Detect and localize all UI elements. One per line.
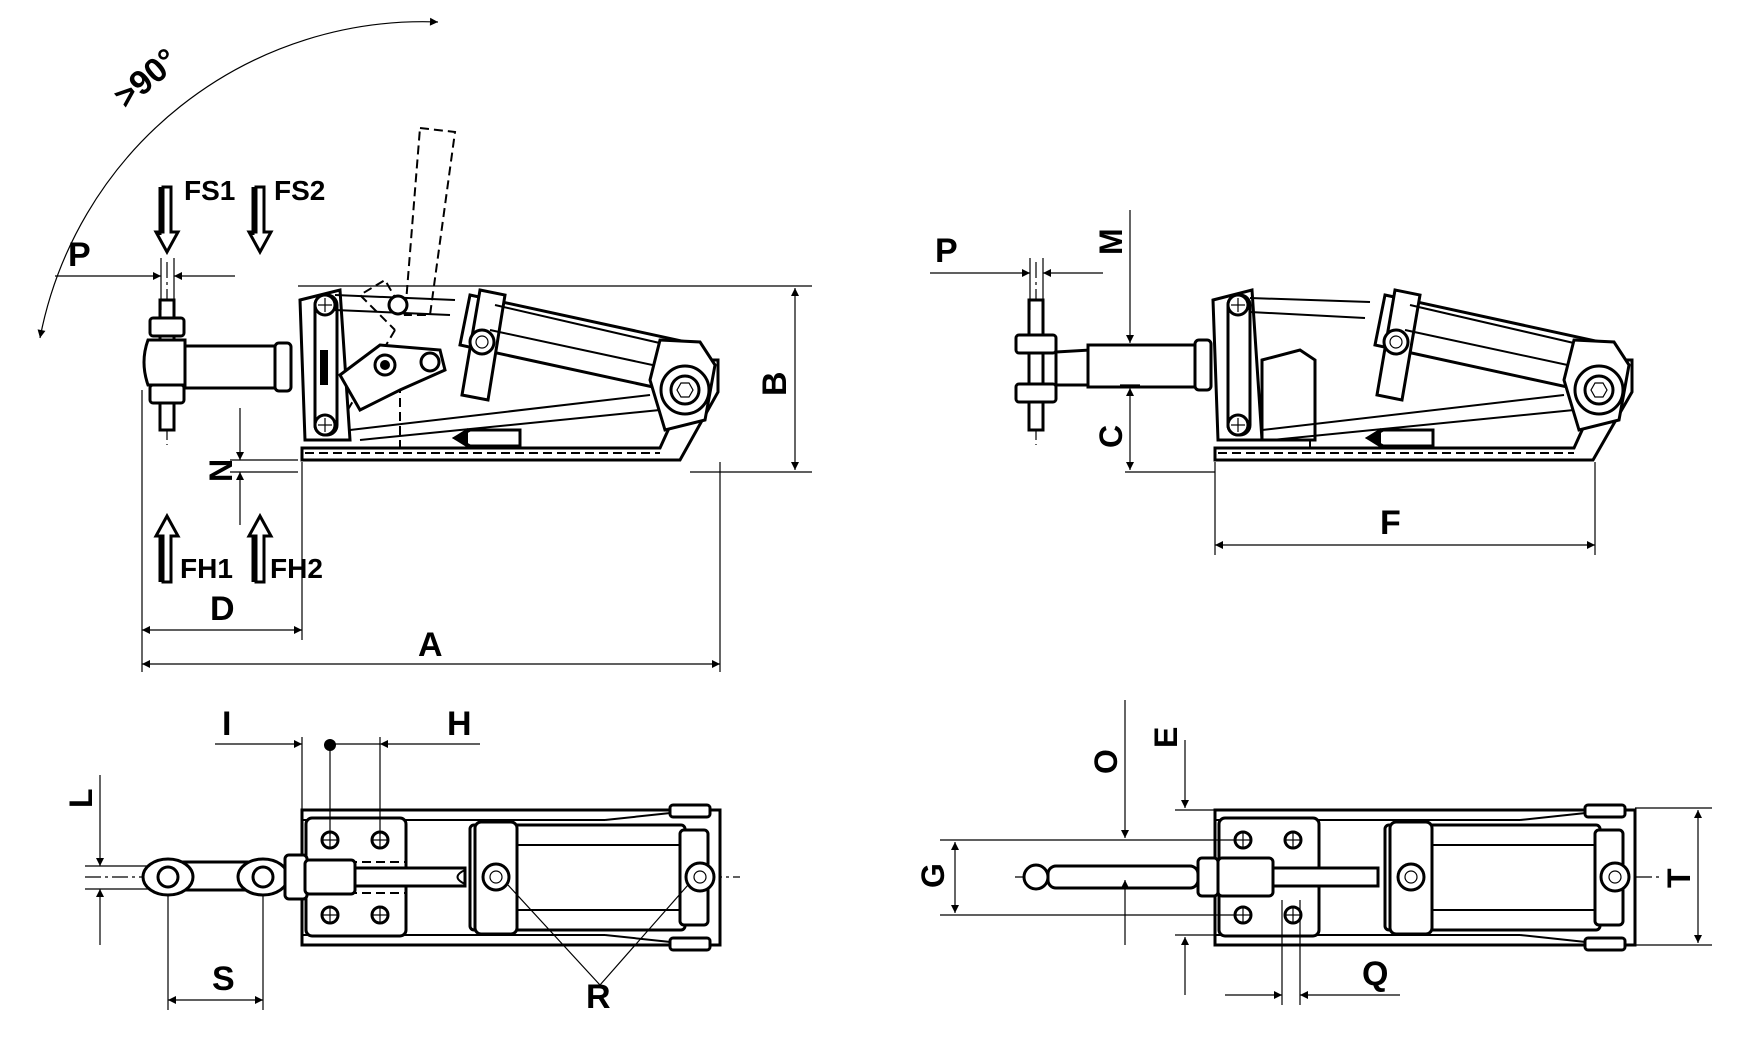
label-c: C [1093, 425, 1129, 448]
pneumatic-cylinder-side [349, 288, 717, 441]
dim-i-h [215, 737, 480, 835]
arm-top [141, 853, 467, 901]
dim-b [298, 285, 812, 473]
arm-collar-right [1193, 338, 1213, 392]
force-arrow-fh1 [153, 512, 181, 584]
label-d: D [210, 590, 235, 628]
label-fh2: FH2 [270, 553, 323, 584]
leader-r [507, 884, 689, 986]
opening-angle-arc [37, 17, 439, 339]
dim-d [141, 390, 303, 672]
top-view-left: I H L S R [63, 705, 740, 1016]
force-arrow-fh2 [246, 512, 274, 584]
label-r: R [586, 978, 611, 1016]
dim-n [230, 408, 298, 525]
top-view-right: O E G T Q [915, 700, 1712, 1005]
label-fs1: FS1 [184, 175, 235, 206]
label-q: Q [1362, 955, 1388, 993]
label-fs2: FS2 [274, 175, 325, 206]
label-e: E [1148, 727, 1184, 748]
label-fh1: FH1 [180, 553, 233, 584]
pneumatic-cylinder-top-right [1383, 820, 1631, 936]
linkage-body-right [1211, 288, 1371, 442]
dim-m-c [1120, 210, 1215, 473]
label-s: S [212, 960, 235, 998]
label-o: O [1088, 749, 1124, 774]
pneumatic-cylinder-side-right [1261, 288, 1631, 441]
side-view-right: P M C F [930, 210, 1634, 555]
dim-q [1225, 900, 1400, 1005]
clamp-arm [183, 344, 287, 390]
brand-logo-right [1364, 428, 1435, 448]
dim-p-side [55, 258, 235, 310]
label-l: L [63, 788, 99, 808]
label-n: N [203, 459, 239, 482]
label-t: T [1661, 868, 1697, 888]
dim-s [167, 895, 264, 1010]
angle-label: >90° [107, 41, 186, 116]
dim-g [940, 839, 1235, 916]
label-h: H [447, 705, 472, 743]
label-g: G [915, 863, 951, 888]
label-p-side: P [68, 236, 91, 274]
label-f: F [1380, 504, 1401, 542]
brand-logo [451, 428, 522, 448]
clamp-arm-right [1086, 343, 1200, 389]
spindle-screw-right [1014, 262, 1097, 445]
pneumatic-cylinder-top [456, 820, 716, 936]
force-arrow-fs1 [153, 185, 181, 256]
arm-top-right [1022, 856, 1380, 898]
dim-e [1175, 740, 1215, 995]
dim-a [142, 462, 721, 672]
dim-f [1214, 462, 1596, 555]
spindle-screw [142, 262, 187, 445]
side-view-left: >90° FS1 FS2 FH1 FH2 P N B D A [37, 17, 812, 672]
label-b: B [756, 371, 794, 396]
label-a: A [418, 626, 443, 664]
dim-t [1635, 807, 1712, 946]
linkage-body [298, 288, 456, 442]
force-arrow-fs2 [246, 185, 274, 256]
dim-l [85, 775, 150, 945]
label-p-front: P [935, 232, 958, 270]
arm-collar [273, 341, 293, 393]
dim-p-front [930, 258, 1103, 310]
label-i: I [222, 705, 231, 743]
label-m: M [1093, 228, 1129, 255]
